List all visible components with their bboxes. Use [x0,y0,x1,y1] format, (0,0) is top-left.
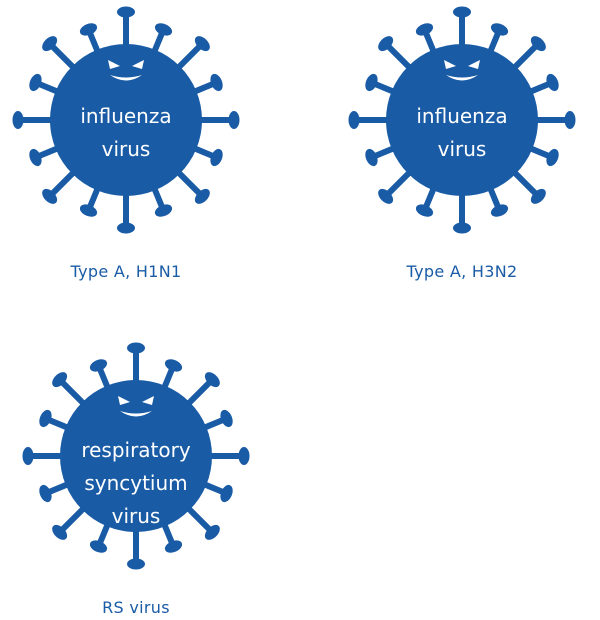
virus-spike [173,40,206,73]
virus-spike-knob [29,148,42,167]
virus-label-line: influenza [80,104,172,128]
virus-spike [56,376,89,409]
virus-spike-knob [210,148,223,167]
virus-spike-knob [348,111,360,129]
virus-spike [509,167,542,200]
virus-body [386,44,538,196]
virus-spike-knob [194,36,210,52]
virus-spike-knob [42,188,58,204]
virus-spike-knob [154,23,173,36]
virus-label: influenza virus [382,100,542,166]
virus-spike-knob [89,359,108,372]
virus-spike-knob [220,409,233,428]
angry-face-icon [444,60,480,81]
virus-spike [173,167,206,200]
virus-spike [382,167,415,200]
virus-body [60,380,212,532]
virus-spike-knob [546,148,559,167]
virus-spike-knob [164,540,183,553]
virus-spike-knob [39,409,52,428]
virus-spike-knob [415,23,434,36]
virus-spike-knob [238,447,250,465]
virus-icon [12,6,240,234]
virus-spike-knob [117,6,135,18]
virus-spike-knob [415,204,434,217]
virus-spike-knob [378,36,394,52]
virus-spike-knob [564,111,576,129]
virus-spike-knob [220,484,233,503]
virus-spike-knob [210,73,223,92]
virus-spike-knob [42,36,58,52]
virus-spike [46,40,79,73]
virus-spike [46,167,79,200]
virus-spike-knob [490,204,509,217]
virus-label-line: syncytium [84,471,188,495]
virus-spike-knob [127,558,145,570]
virus-icon [348,6,576,234]
virus-spike-knob [204,372,220,388]
virus-spike-knob [204,524,220,540]
virus-spike-knob [52,372,68,388]
virus-caption: Type A, H1N1 [70,262,182,281]
virus-spike [509,40,542,73]
virus-spike-knob [530,188,546,204]
virus-spike [56,503,89,536]
virus-label: respiratory syncytium virus [56,434,216,533]
virus-body [50,44,202,196]
virus-spike-knob [79,204,98,217]
virus-icon [22,342,250,570]
virus-spike-knob [378,188,394,204]
virus-spike-knob [22,447,34,465]
virus-label-line: respiratory [81,438,191,462]
angry-face-icon [108,60,144,81]
virus-spike-knob [39,484,52,503]
virus-spike-knob [194,188,210,204]
angry-face-icon [118,396,154,417]
virus-label-line: virus [101,137,151,161]
virus-spike-knob [453,6,471,18]
virus-spike [183,376,216,409]
virus-spike-knob [117,222,135,234]
virus-spike-knob [52,524,68,540]
virus-caption: Type A, H3N2 [406,262,518,281]
virus-spike-knob [453,222,471,234]
virus-spike [183,503,216,536]
virus-spike-knob [546,73,559,92]
virus-spike-knob [228,111,240,129]
virus-label-line: influenza [416,104,508,128]
virus-spike-knob [490,23,509,36]
virus-spike-knob [127,342,145,354]
virus-spike-knob [530,36,546,52]
virus-label-line: virus [437,137,487,161]
virus-spike-knob [12,111,24,129]
virus-spike-knob [365,73,378,92]
virus-spike-knob [365,148,378,167]
virus-spike-knob [164,359,183,372]
virus-spike-knob [29,73,42,92]
virus-label-line: virus [111,504,161,528]
virus-spike-knob [89,540,108,553]
virus-spike [382,40,415,73]
virus-caption: RS virus [102,598,170,617]
virus-spike-knob [79,23,98,36]
virus-label: influenza virus [46,100,206,166]
virus-spike-knob [154,204,173,217]
